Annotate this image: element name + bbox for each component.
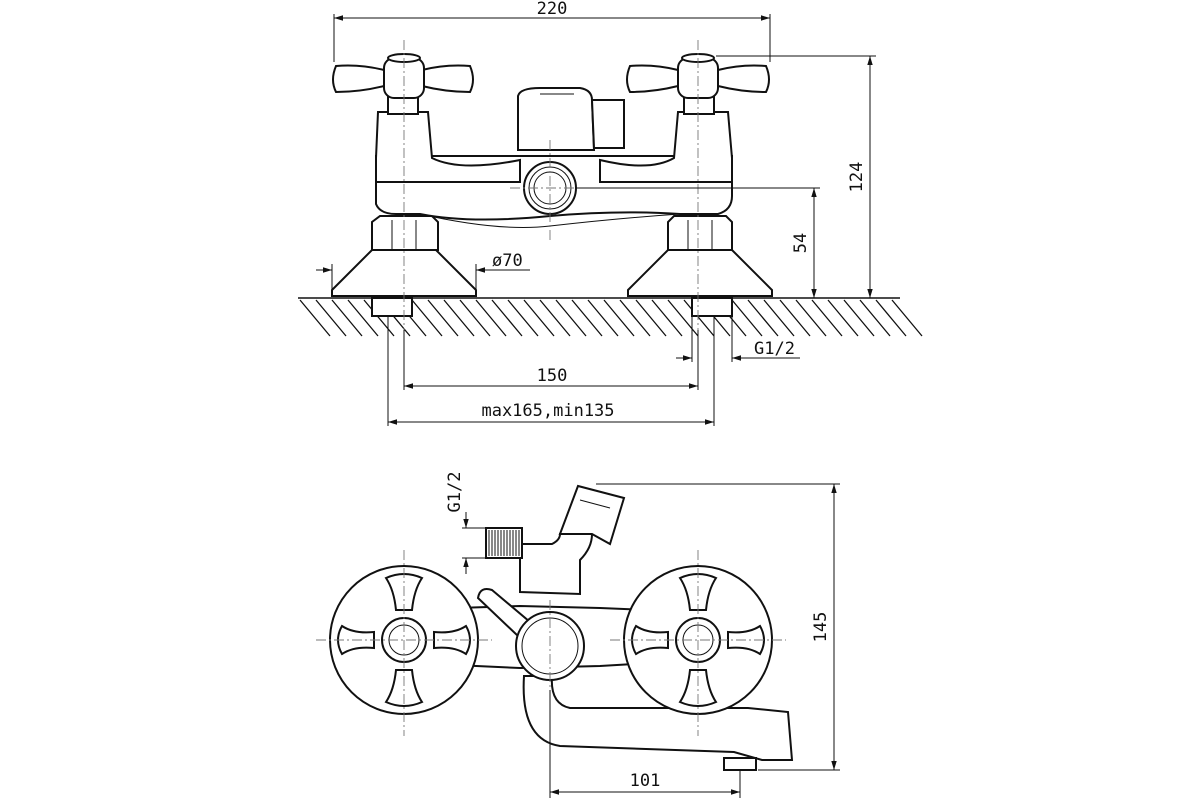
hatch-line [667,299,699,337]
right-nut [667,215,733,251]
right-flange [627,249,773,297]
dim-spout-reach: 101 [630,771,661,791]
hatch-line [475,299,507,337]
thread-lines [488,530,520,556]
top-view: G1/2 145 101 [316,472,840,798]
hatch-line [491,299,523,337]
hatch-line [555,299,587,337]
dim-center-range: max165,min135 [481,401,614,421]
hatch-line [587,299,619,337]
hatch-line [843,299,875,337]
hatch-line [363,299,395,337]
hatch-line [331,299,363,337]
hatch-line [875,299,907,337]
wall-hatching [299,299,923,337]
dim-total-height: 124 [847,162,867,193]
hatch-line [411,299,443,337]
hatch-line [619,299,651,337]
dim-side-height: 145 [811,612,831,643]
hatch-line [315,299,347,337]
hatch-line [347,299,379,337]
hatch-line [299,299,331,337]
dim-outlet-height: 54 [791,233,811,253]
dim-center-distance: 150 [537,366,568,386]
left-inlet-pipe [371,297,413,317]
hatch-line [731,299,763,337]
hatch-line [507,299,539,337]
dim-overall-width: 220 [537,0,568,19]
dim-thread-side: G1/2 [445,472,465,513]
dim-flange-diameter: ø70 [492,251,523,271]
left-nut [371,215,439,251]
hatch-line [763,299,795,337]
hatch-line [459,299,491,337]
dim-thread-top: G1/2 [754,339,795,359]
hatch-line [827,299,859,337]
left-valve-column [375,111,521,183]
spout-aerator [723,757,757,771]
hatch-line [859,299,891,337]
diverter-lever [590,99,625,149]
front-view: 220 124 54 ø70 G1/2 150 max165,min135 [298,0,923,426]
hatch-line [651,299,683,337]
hatch-line [443,299,475,337]
hatch-line [891,299,923,337]
hatch-line [427,299,459,337]
right-inlet-pipe [691,297,733,317]
hatch-line [779,299,811,337]
hatch-line [683,299,715,337]
right-valve-column [599,111,733,183]
hatch-line [795,299,827,337]
diverter-knob [517,87,596,151]
diverter-lever-plan [476,588,532,638]
hatch-line [635,299,667,337]
hatch-line [811,299,843,337]
spout [522,675,794,761]
left-cross-handle [332,64,385,94]
hatch-line [571,299,603,337]
right-cross-handle [626,64,679,94]
hatch-line [523,299,555,337]
hatch-line [747,299,779,337]
shower-outlet-column [519,533,594,596]
hatch-line [603,299,635,337]
shower-outlet-nozzle [558,484,626,546]
hatch-line [539,299,571,337]
